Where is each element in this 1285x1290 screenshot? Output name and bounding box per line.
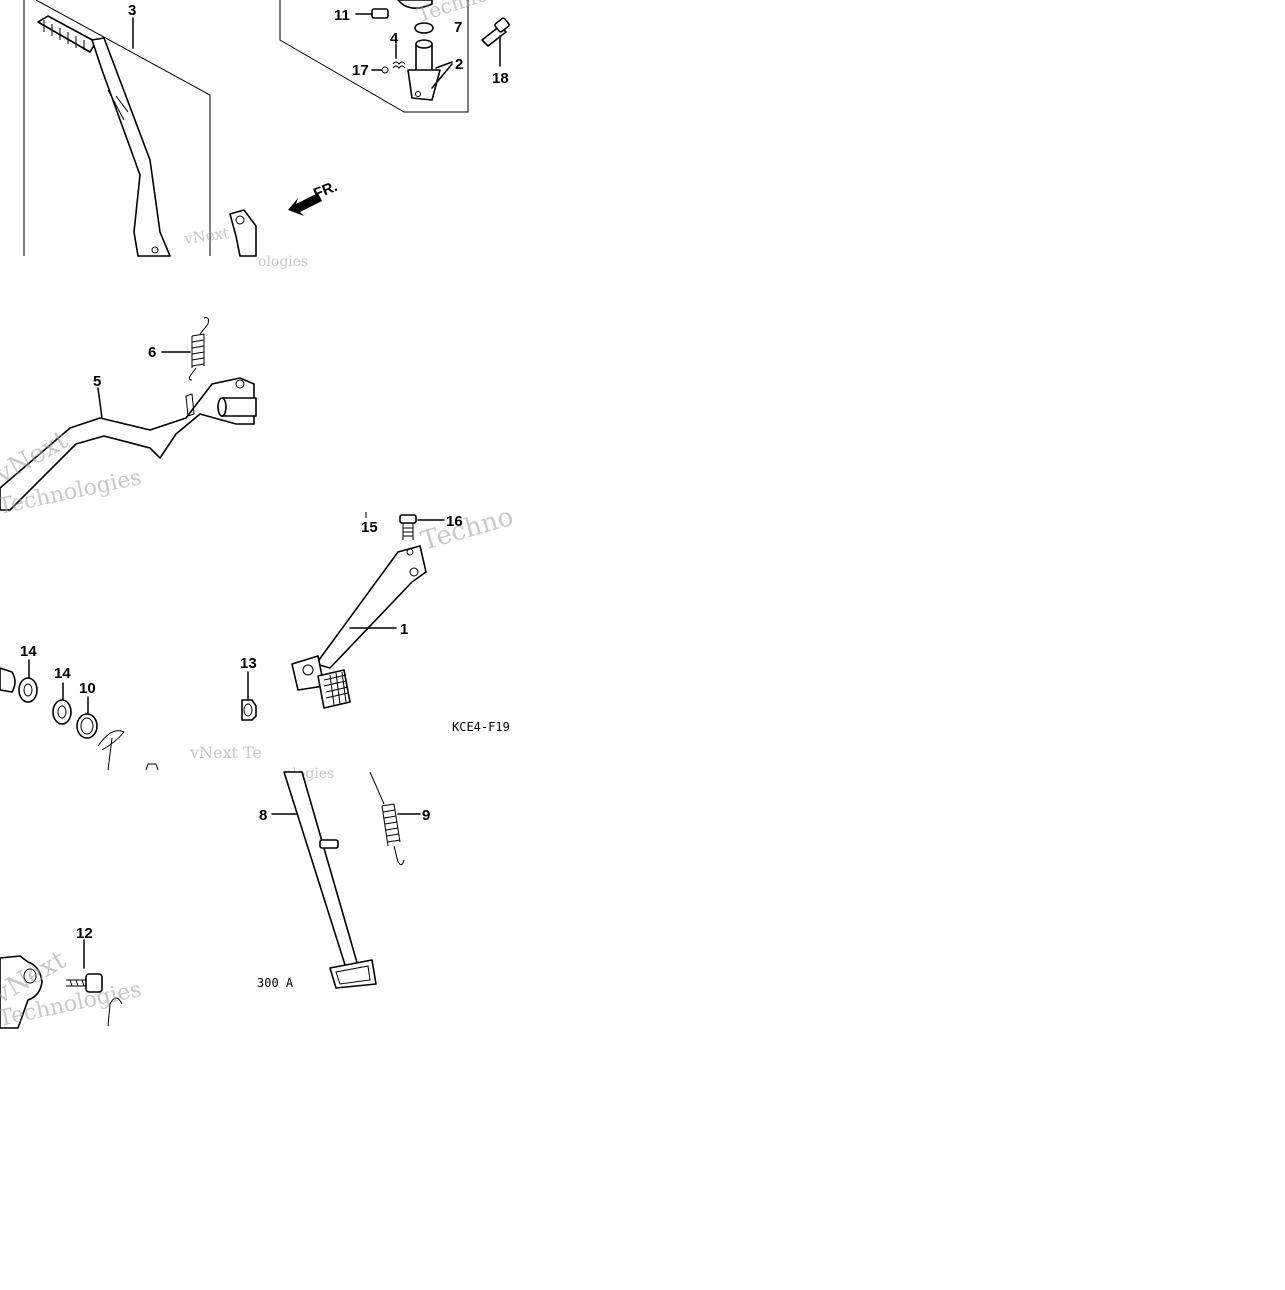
front-direction-arrow: FR. [288,178,340,216]
stand-bracket [0,955,43,1029]
figure-code-partial: 300 A [257,976,294,990]
kick-spindle-2 [407,39,453,101]
brake-pedal-5 [0,377,257,511]
dust-seal-14 [52,699,72,725]
callout-9: 9 [422,807,430,824]
callout-16: 16 [446,513,463,530]
watermark-fragment: Techno [414,0,491,27]
callout-1: 1 [400,621,408,638]
callout-14: 14 [54,665,71,682]
callout-4: 4 [390,30,399,47]
callout-6: 6 [148,344,156,361]
cotter-pin [97,730,125,771]
spring-hook [107,997,123,1027]
callout-18: 18 [492,70,509,87]
tile-kick-spindle: 11 7 2 4 17 18 Techno [279,0,510,113]
callout-5: 5 [93,373,101,390]
nut-partial [145,763,159,771]
bolt-11 [355,0,433,19]
kick-shaft-bracket [229,209,257,257]
callout-14: 14 [20,643,37,660]
figure-code: KCE4-F19 [452,720,510,734]
tile-pivot-hardware: 14 14 10 13 vNext Te ologies [0,643,334,782]
washer-7 [414,22,434,34]
dust-seal-14 [18,677,38,703]
tile-pivot-bolt: 12 vNext Technologies [0,925,144,1032]
tile-side-stand: 8 9 300 A [257,771,430,990]
callout-3: 3 [128,2,136,19]
nut-13 [241,699,257,721]
tile-gearshift-pedal: 16 15 1 KCE4-F19 Techno [291,502,517,734]
bolt-18 [481,17,510,67]
tile-kick-starter: FR. 3 vNext ologies [23,0,340,270]
callout-15: 15 [361,519,378,536]
side-stand-spring-9 [369,771,405,866]
tile-brake-pedal: 6 5 vNext Technologies [0,317,257,520]
pivot-collar [0,667,16,693]
callout-12: 12 [76,925,93,942]
callout-2: 2 [455,56,463,73]
fr-label: FR. [311,178,340,203]
gearshift-pedal-1 [291,545,427,709]
ball-17 [381,66,389,74]
watermark-vnext: vNext [182,224,230,248]
callout-7: 7 [454,19,462,36]
watermark-fragment: vNext Te [189,743,262,762]
brake-pedal-spring-6 [188,317,209,381]
callout-11: 11 [334,7,350,24]
watermark-fragment: ologies [258,254,308,270]
kick-starter-arm [37,15,171,257]
spring-4 [392,43,406,69]
callout-17: 17 [352,62,369,79]
washer-10 [76,713,98,739]
callout-13: 13 [240,655,257,672]
pivot-bolt-12 [66,973,103,993]
side-stand-8 [283,771,377,989]
bolt-16 [399,514,445,540]
callout-8: 8 [259,807,267,824]
callout-10: 10 [79,680,96,697]
watermark-fragment: Techno [418,502,517,557]
